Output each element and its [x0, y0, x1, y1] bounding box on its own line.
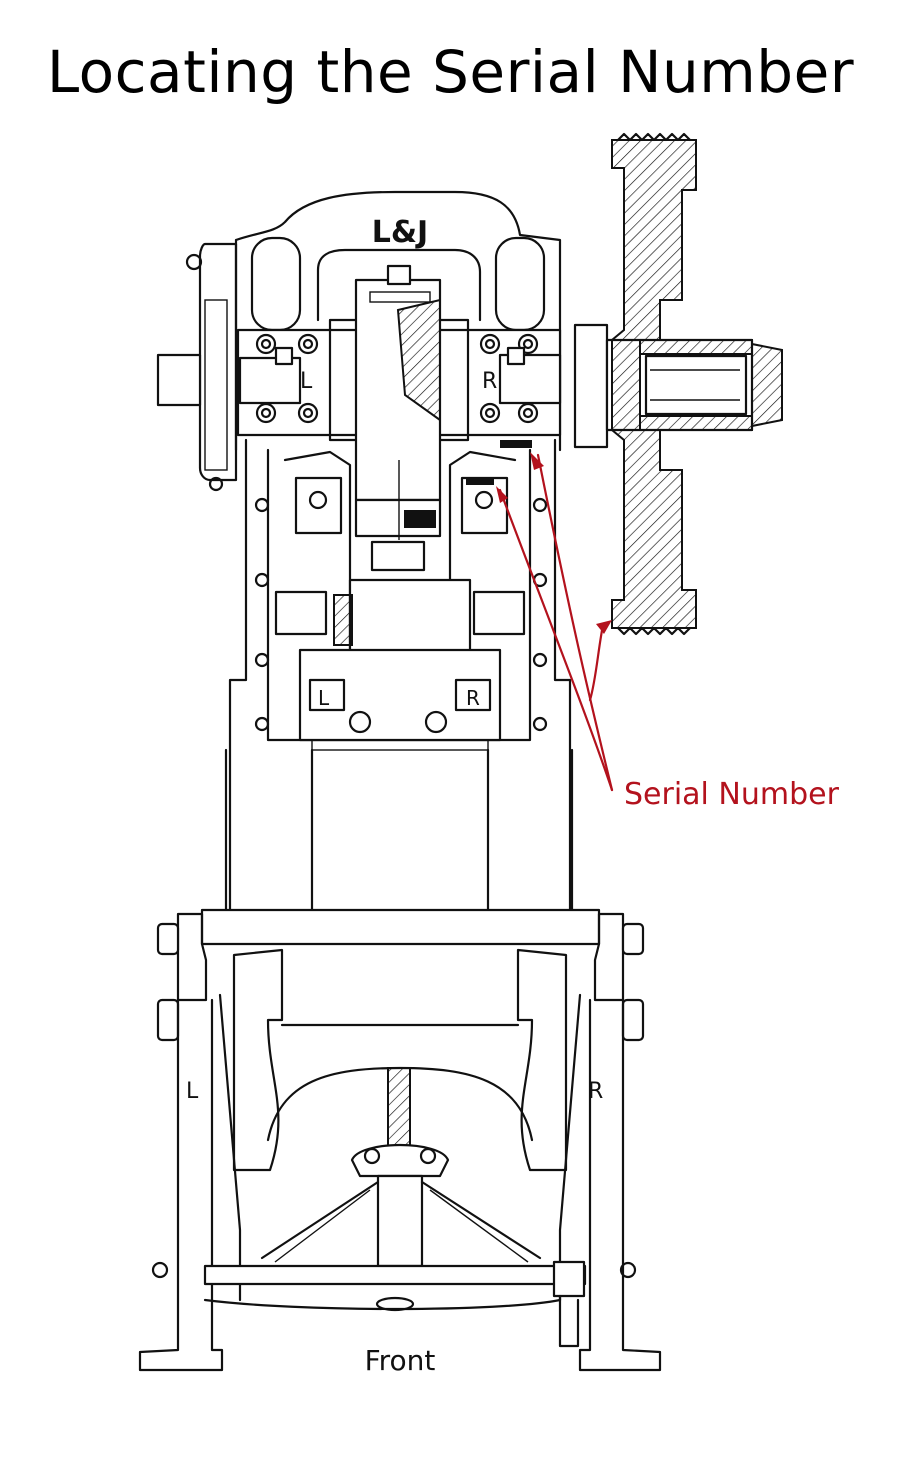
frame-mid: L R — [228, 438, 572, 912]
brand-mark: L&J — [372, 215, 428, 250]
page-title: Locating the Serial Number — [46, 38, 855, 106]
serial-plate-lower — [466, 477, 494, 485]
frame-body — [224, 748, 574, 912]
bolster — [156, 908, 645, 1042]
serial-plates — [466, 440, 532, 485]
leg-right-label: R — [588, 1079, 603, 1104]
front-label: Front — [365, 1344, 436, 1377]
upper-left-label: L — [300, 369, 313, 394]
flywheel — [573, 132, 783, 636]
mid-left-label: L — [318, 686, 330, 710]
die-supports — [232, 948, 568, 1172]
mid-right-label: R — [466, 686, 480, 710]
foot-mechanism: Front — [151, 1067, 637, 1377]
upper-right-label: R — [482, 369, 497, 394]
connecting-rod — [328, 264, 470, 572]
serial-plate-upper — [500, 440, 532, 448]
serial-number-callout: Serial Number — [496, 452, 840, 812]
serial-number-label: Serial Number — [624, 777, 840, 812]
leg-left-label: L — [186, 1079, 199, 1104]
block-bolts — [255, 333, 539, 424]
legs: L R — [138, 993, 662, 1372]
crown: L&J — [156, 190, 562, 492]
